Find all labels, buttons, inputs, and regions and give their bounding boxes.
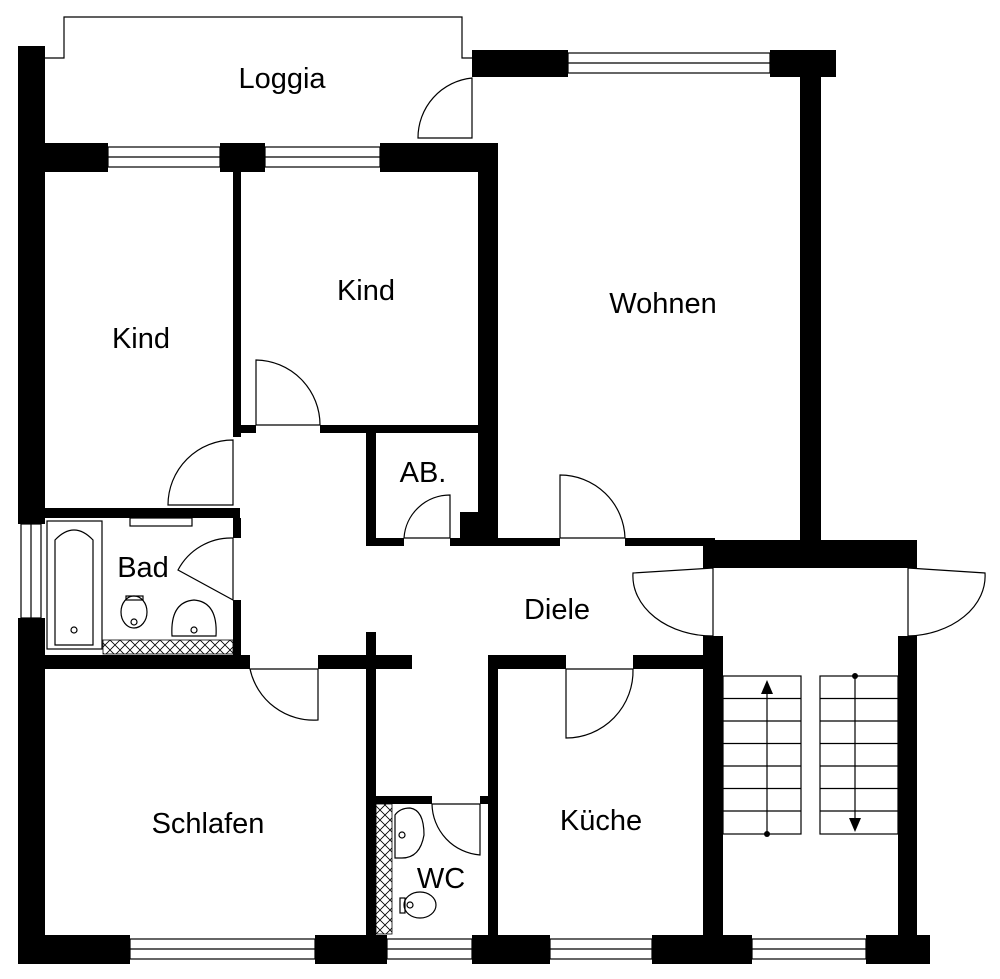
bad-toilet	[120, 595, 148, 629]
stair-start-dot	[852, 673, 858, 679]
room-label-loggia: Loggia	[238, 63, 326, 95]
room-label-bad: Bad	[117, 552, 169, 584]
room-label-kueche: Küche	[560, 805, 642, 837]
bathtub	[46, 520, 103, 650]
walls	[18, 46, 930, 964]
bad-sink	[171, 599, 217, 637]
loggia-outline	[45, 16, 472, 59]
room-label-schlafen: Schlafen	[152, 808, 265, 840]
wc-tile-strip	[375, 803, 393, 935]
wc-toilet	[399, 891, 437, 919]
windows	[20, 52, 867, 960]
stair-down-arrow	[849, 818, 861, 832]
room-label-kind-middle: Kind	[337, 275, 395, 307]
room-label-wohnen: Wohnen	[609, 288, 717, 320]
stair-flight-right	[819, 675, 899, 835]
stair-flight-left	[722, 675, 802, 835]
room-label-wc: WC	[417, 863, 465, 895]
stair-up-arrow	[761, 680, 773, 694]
door-swings	[167, 77, 986, 856]
stair-start-dot	[764, 831, 770, 837]
bad-tile-strip	[102, 639, 234, 655]
room-label-diele: Diele	[524, 594, 590, 626]
staircase	[722, 673, 899, 837]
room-label-kind-left: Kind	[112, 323, 170, 355]
wc-sink	[394, 807, 425, 859]
room-label-abstell: AB.	[400, 457, 447, 489]
